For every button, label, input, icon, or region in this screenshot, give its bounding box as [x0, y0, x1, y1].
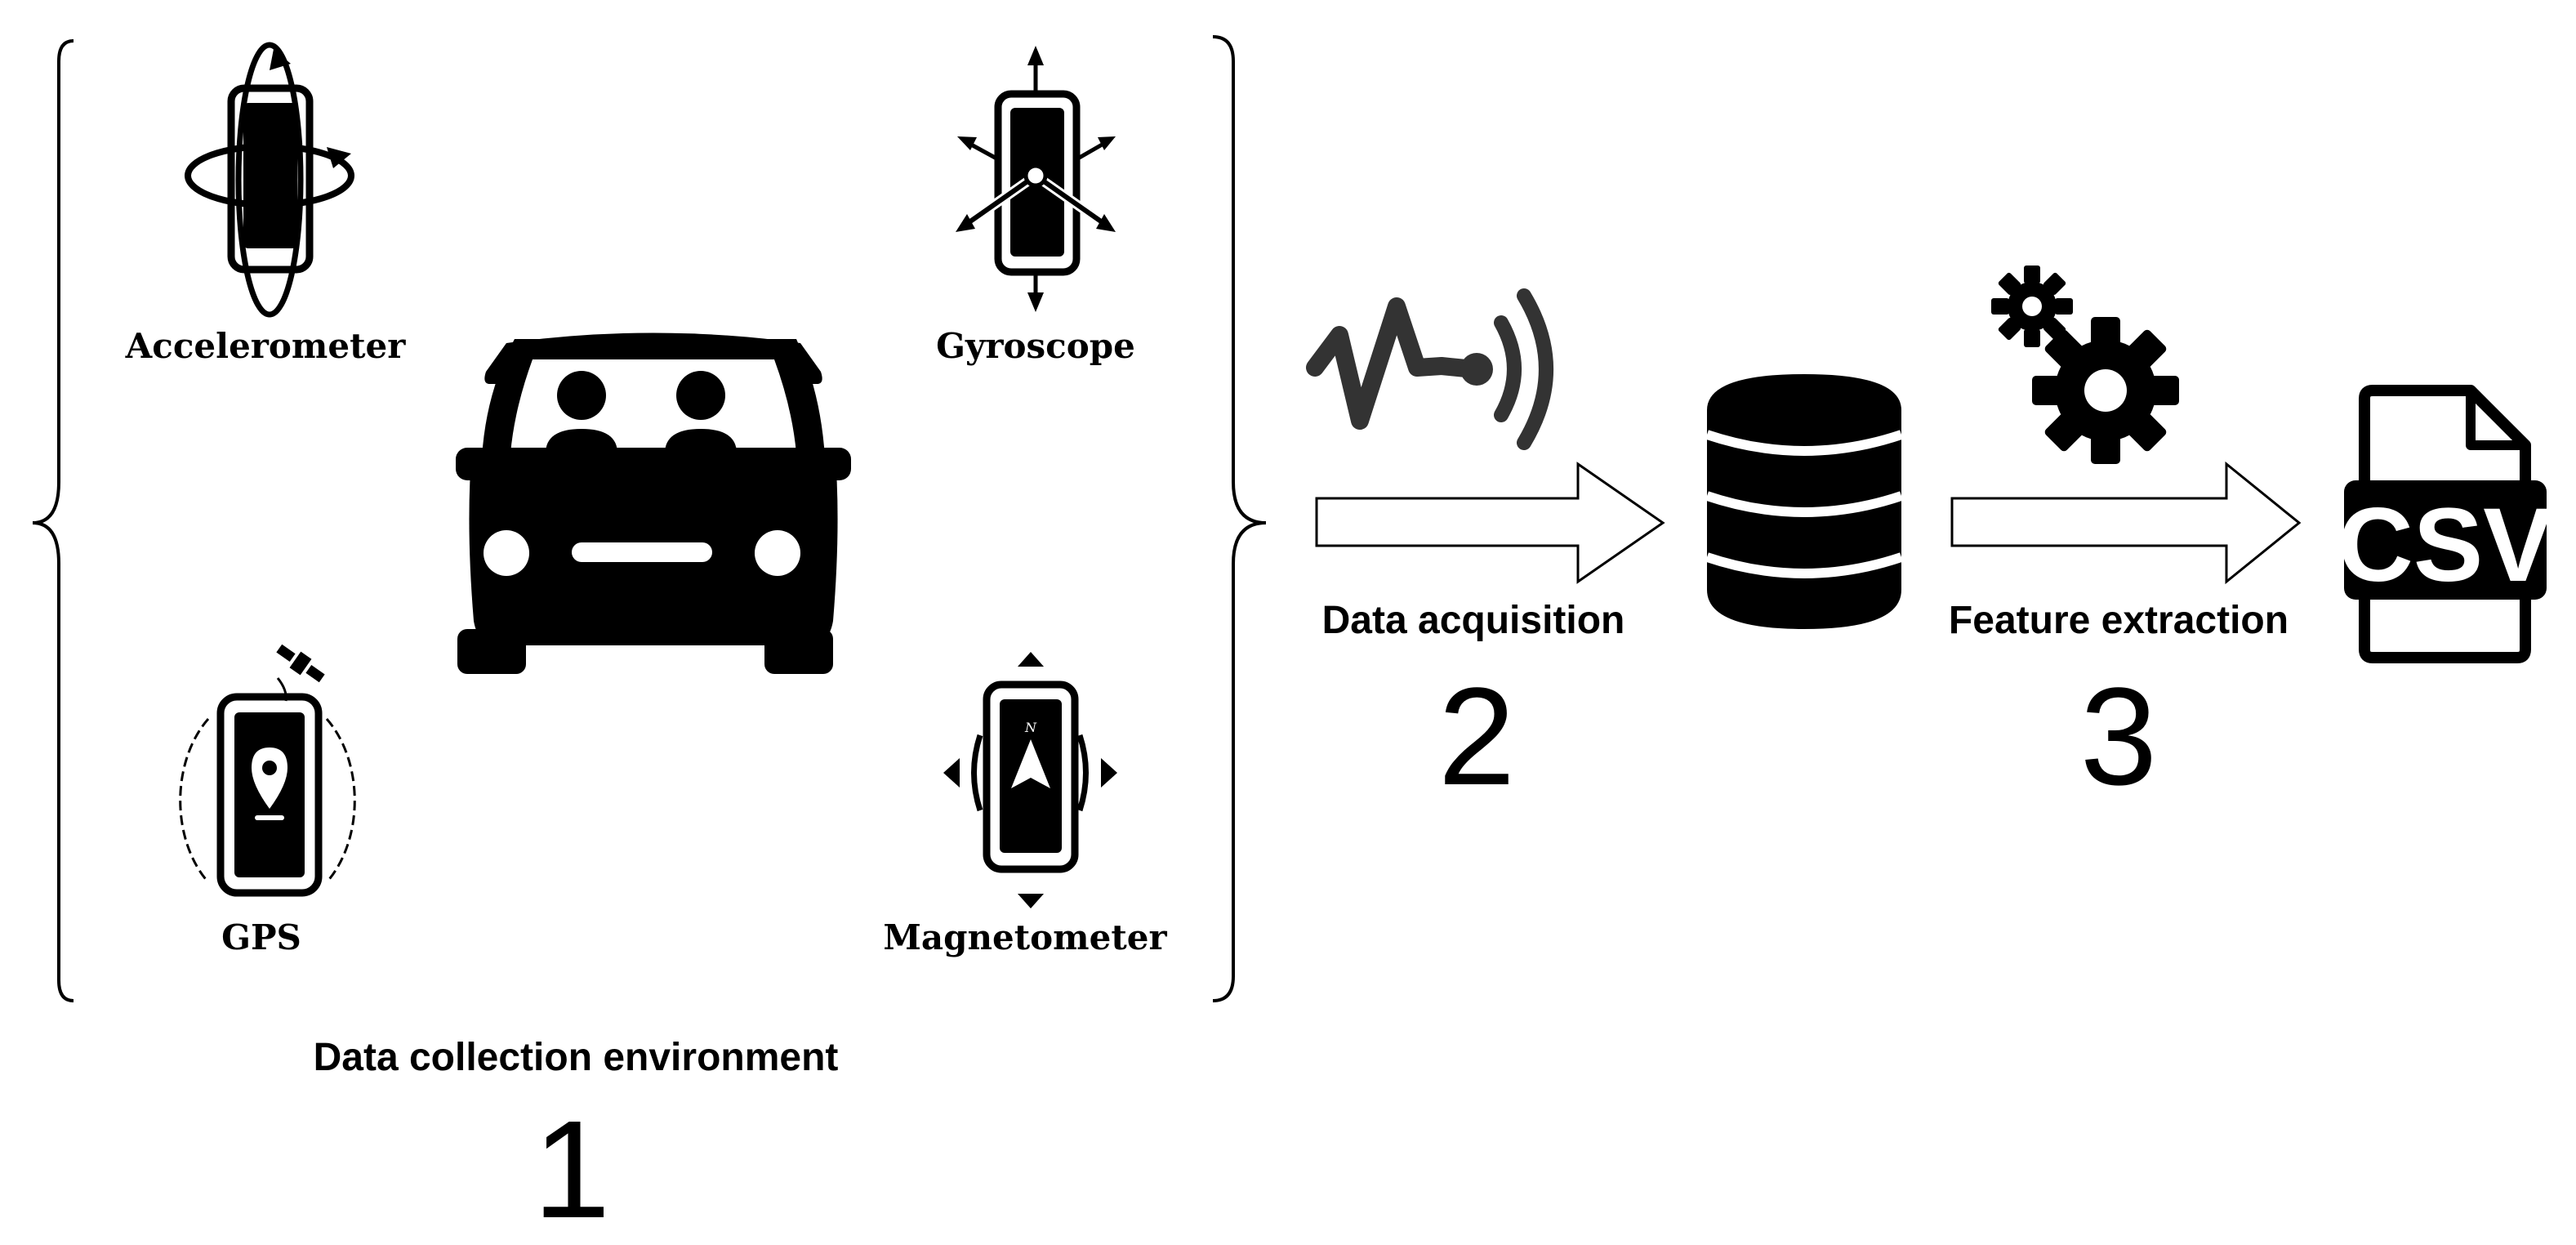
gyroscope-label: Gyroscope — [936, 326, 1135, 366]
left-brace — [32, 39, 74, 1002]
svg-text:N: N — [1024, 720, 1037, 735]
extraction-label: Feature extraction — [1949, 599, 2289, 642]
phone-rotation-icon — [185, 42, 354, 318]
csv-label: CSV — [2338, 487, 2552, 604]
right-brace — [1212, 35, 1267, 1002]
acquisition-arrow — [1315, 462, 1665, 584]
extraction-number: 3 — [2080, 659, 2158, 814]
accelerometer-label: Accelerometer — [125, 326, 407, 366]
collection-number: 1 — [533, 1092, 611, 1245]
gears-icon — [1991, 266, 2179, 464]
phone-compass-icon: N — [943, 652, 1117, 908]
database-icon — [1705, 374, 1903, 629]
car-icon — [456, 332, 851, 674]
extraction-arrow — [1950, 461, 2302, 585]
phone-axes-icon — [956, 46, 1116, 312]
signal-wave-icon — [1306, 288, 1553, 450]
phone-gps-icon — [179, 644, 356, 897]
acquisition-label: Data acquisition — [1322, 599, 1625, 642]
magnetometer-label: Magnetometer — [883, 917, 1167, 957]
gps-label: GPS — [221, 917, 301, 957]
acquisition-number: 2 — [1438, 659, 1516, 814]
collection-label: Data collection environment — [314, 1036, 839, 1079]
csv-file-icon: CSV — [2338, 385, 2553, 663]
